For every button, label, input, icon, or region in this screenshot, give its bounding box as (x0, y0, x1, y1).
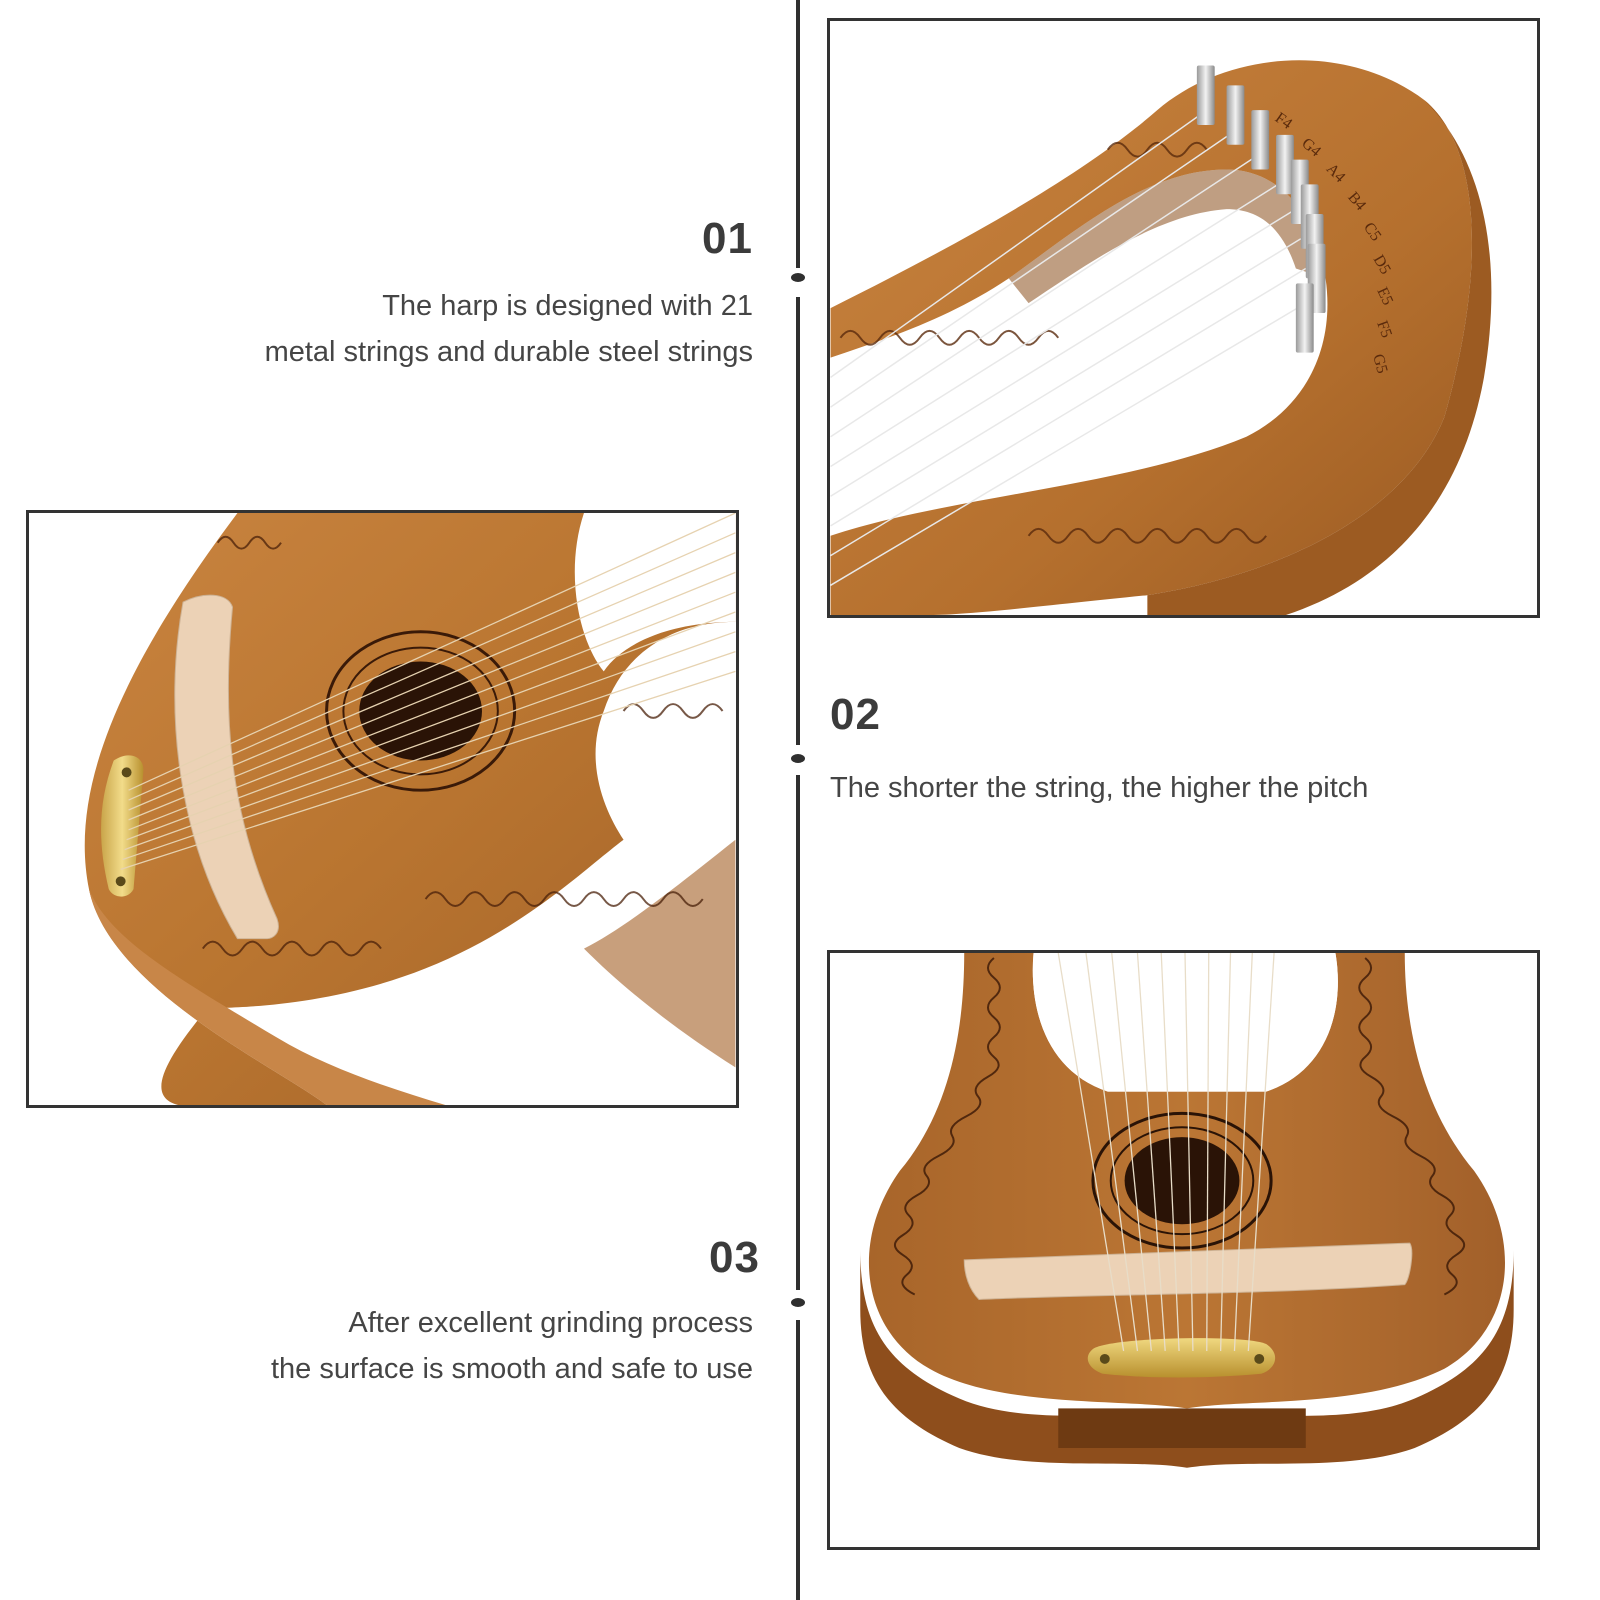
sound-hole (359, 661, 482, 761)
feature-line: the surface is smooth and safe to use (271, 1353, 753, 1385)
timeline-line (796, 775, 800, 1290)
harp-body-closeup-illustration (84, 513, 736, 1105)
timeline-dot-03 (791, 1298, 805, 1307)
svg-text:F5: F5 (1373, 319, 1395, 341)
timeline-line (796, 297, 800, 745)
tuning-pins (1196, 65, 1326, 353)
timeline-dot-02 (791, 754, 805, 763)
string-anchor (1087, 1338, 1276, 1378)
feature-number-02: 02 (830, 690, 881, 739)
sound-hole (1124, 1137, 1240, 1225)
feature-number-01: 01 (702, 214, 753, 263)
photo-harp-headstock: F4 G4 A4 B4 C5 D5 E5 F5 G5 (827, 18, 1540, 618)
feature-line: The shorter the string, the higher the p… (830, 772, 1369, 804)
timeline-dot-01 (791, 273, 805, 282)
svg-text:F4: F4 (1272, 109, 1296, 133)
harp-front-view-illustration (860, 953, 1514, 1468)
bottom-slot (1058, 1408, 1306, 1448)
svg-text:E5: E5 (1373, 285, 1396, 308)
string-anchor (101, 755, 144, 897)
feature-line: The harp is designed with 21 (382, 290, 753, 322)
feature-line: metal strings and durable steel strings (264, 336, 753, 368)
feature-description-03: After excellent grinding process the sur… (150, 1300, 753, 1392)
feature-description-01: The harp is designed with 21 metal strin… (150, 283, 753, 375)
svg-text:G5: G5 (1369, 352, 1390, 375)
timeline-line (796, 1320, 800, 1600)
harp-headstock-illustration: F4 G4 A4 B4 C5 D5 E5 F5 G5 (830, 60, 1492, 615)
feature-description-02: The shorter the string, the higher the p… (830, 765, 1550, 811)
timeline-line (796, 0, 800, 268)
bridge (174, 594, 279, 940)
feature-number-03: 03 (709, 1233, 760, 1282)
photo-harp-body-closeup (26, 510, 739, 1108)
feature-line: After excellent grinding process (348, 1307, 753, 1339)
photo-harp-front-view (827, 950, 1540, 1550)
